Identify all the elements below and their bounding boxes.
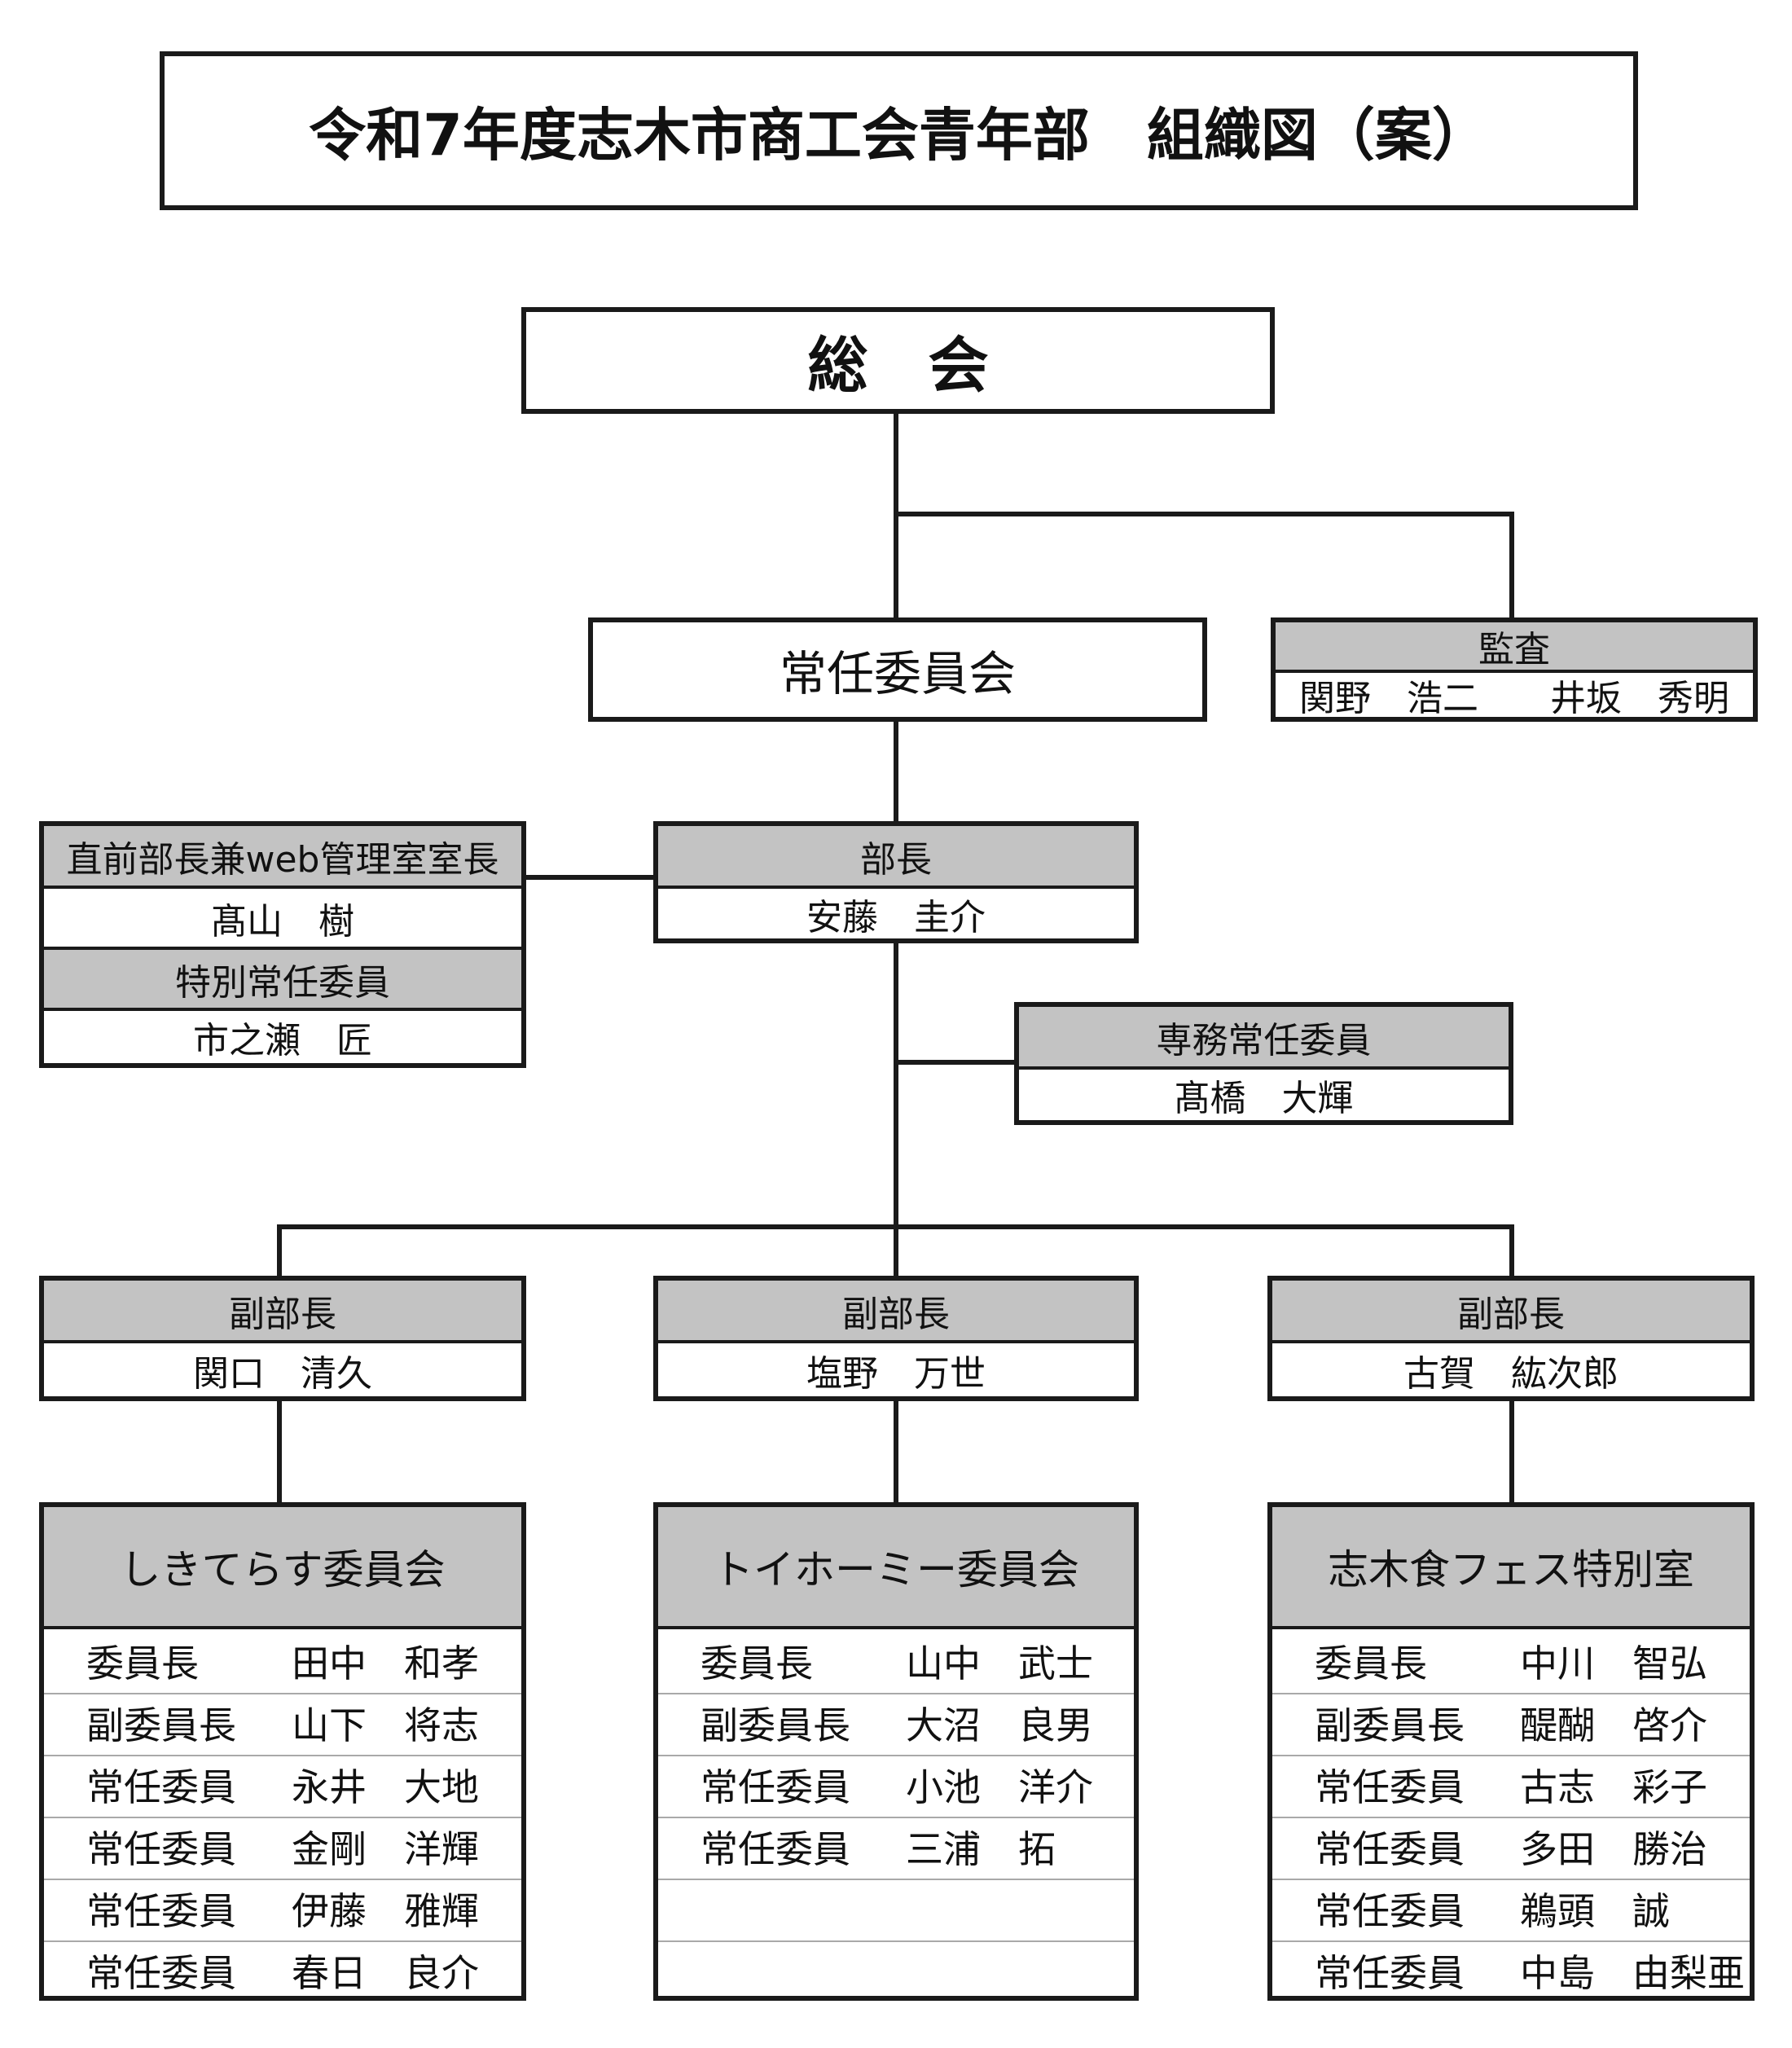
member-row: 常任委員 中島 由梨亜 xyxy=(1272,1942,1750,2004)
member-role: 常任委員 xyxy=(86,1827,236,1871)
connector-vice-center xyxy=(894,1224,898,1276)
member-row: 常任委員 多田 勝治 xyxy=(1272,1818,1750,1880)
standing-committee-label: 常任委員会 xyxy=(779,646,1016,701)
member-role: 常任委員 xyxy=(701,1827,850,1871)
member-row: 常任委員 小池 洋介 xyxy=(658,1756,1134,1818)
member-role: 副委員長 xyxy=(1315,1703,1465,1747)
general-assembly-box: 総 会 xyxy=(521,307,1275,414)
member-role: 常任委員 xyxy=(1315,1889,1465,1933)
member-row: 委員長 山中 武士 xyxy=(658,1633,1134,1694)
connector-vice-left xyxy=(277,1224,282,1276)
connector-assembly-down xyxy=(894,414,898,619)
member-role: 常任委員 xyxy=(86,1889,236,1933)
member-name: 大沼 良男 xyxy=(906,1703,1093,1747)
member-name: 醍醐 啓介 xyxy=(1520,1703,1707,1747)
committee-box: しきてらす委員会 委員長 田中 和孝 副委員長 山下 将志 常任委員 永井 大地 常任… xyxy=(39,1502,526,2001)
executive-box: 専務常任委員 髙橋 大輝 xyxy=(1014,1002,1513,1125)
connector-committee-right xyxy=(1509,1398,1514,1505)
member-row: 常任委員 三浦 拓 xyxy=(658,1818,1134,1880)
member-name: 山下 将志 xyxy=(292,1703,479,1747)
member-row: 副委員長 大沼 良男 xyxy=(658,1694,1134,1756)
member-role: 委員長 xyxy=(701,1641,813,1685)
head-label: 部長 xyxy=(658,826,1134,886)
member-name: 鵜頭 誠 xyxy=(1520,1889,1670,1933)
member-name: 山中 武士 xyxy=(906,1641,1093,1685)
member-row: 委員長 田中 和孝 xyxy=(44,1633,521,1694)
member-name: 三浦 拓 xyxy=(906,1827,1056,1871)
connector-executive xyxy=(894,1060,1016,1065)
member-role: 常任委員 xyxy=(1315,1765,1465,1809)
executive-label: 専務常任委員 xyxy=(1019,1007,1509,1066)
former-head-name: 髙山 樹 xyxy=(44,886,521,947)
committee-title: しきてらす委員会 xyxy=(44,1507,521,1629)
member-role: 常任委員 xyxy=(1315,1827,1465,1871)
special-member-name: 市之瀬 匠 xyxy=(44,1008,521,1063)
member-role: 常任委員 xyxy=(1315,1951,1465,1995)
member-name: 金剛 洋輝 xyxy=(292,1827,479,1871)
member-name: 中川 智弘 xyxy=(1520,1641,1707,1685)
vice-head-label: 副部長 xyxy=(1272,1281,1750,1340)
member-name: 多田 勝治 xyxy=(1520,1827,1707,1871)
member-row: 常任委員 古志 彩子 xyxy=(1272,1756,1750,1818)
member-row: 常任委員 鵜頭 誠 xyxy=(1272,1880,1750,1942)
member-role: 委員長 xyxy=(1315,1641,1427,1685)
member-name: 田中 和孝 xyxy=(292,1641,479,1685)
vice-head-label: 副部長 xyxy=(658,1281,1134,1340)
member-role: 常任委員 xyxy=(701,1765,850,1809)
member-role: 常任委員 xyxy=(86,1951,236,1995)
audit-box: 監査 関野 浩二 井坂 秀明 xyxy=(1271,617,1758,722)
audit-label: 監査 xyxy=(1276,622,1753,670)
member-row: 委員長 中川 智弘 xyxy=(1272,1633,1750,1694)
committee-box: トイホーミー委員会 委員長 山中 武士 副委員長 大沼 良男 常任委員 小池 洋介 常… xyxy=(653,1502,1139,2001)
member-row: 常任委員 春日 良介 xyxy=(44,1942,521,2004)
member-name: 小池 洋介 xyxy=(906,1765,1093,1809)
page-title-text: 令和7年度志木市商工会青年部 組織図（案） xyxy=(309,102,1489,169)
member-row: 常任委員 伊藤 雅輝 xyxy=(44,1880,521,1942)
committee-title: 志木食フェス特別室 xyxy=(1272,1507,1750,1629)
member-role: 委員長 xyxy=(86,1641,199,1685)
connector-vice-right xyxy=(1509,1224,1514,1276)
member-role: 副委員長 xyxy=(701,1703,850,1747)
committee-title: トイホーミー委員会 xyxy=(658,1507,1134,1629)
member-row: 副委員長 山下 将志 xyxy=(44,1694,521,1756)
former-head-box: 直前部長兼web管理室室長 髙山 樹 特別常任委員 市之瀬 匠 xyxy=(39,821,526,1068)
connector-head-trunk xyxy=(894,941,898,1229)
audit-members: 関野 浩二 井坂 秀明 xyxy=(1276,670,1753,719)
member-row xyxy=(658,1942,1134,2004)
vice-head-name: 古賀 紘次郎 xyxy=(1272,1340,1750,1396)
page-title: 令和7年度志木市商工会青年部 組織図（案） xyxy=(160,51,1638,210)
connector-head-to-former-head xyxy=(521,875,657,880)
vice-head-box: 副部長 塩野 万世 xyxy=(653,1276,1139,1401)
connector-committee-to-head xyxy=(894,719,898,821)
head-box: 部長 安藤 圭介 xyxy=(653,821,1139,943)
connector-audit-horizontal xyxy=(894,512,1514,516)
committee-box: 志木食フェス特別室 委員長 中川 智弘 副委員長 醍醐 啓介 常任委員 古志 彩子 常… xyxy=(1267,1502,1755,2001)
special-member-label: 特別常任委員 xyxy=(44,947,521,1008)
connector-committee-left xyxy=(277,1398,282,1505)
executive-name: 髙橋 大輝 xyxy=(1019,1066,1509,1120)
member-row: 常任委員 永井 大地 xyxy=(44,1756,521,1818)
standing-committee-box: 常任委員会 xyxy=(588,617,1207,722)
member-row: 常任委員 金剛 洋輝 xyxy=(44,1818,521,1880)
member-role: 常任委員 xyxy=(86,1765,236,1809)
general-assembly-label: 総 会 xyxy=(807,331,989,401)
vice-head-name: 塩野 万世 xyxy=(658,1340,1134,1396)
member-name: 伊藤 雅輝 xyxy=(292,1889,479,1933)
member-name: 永井 大地 xyxy=(292,1765,479,1809)
member-row: 副委員長 醍醐 啓介 xyxy=(1272,1694,1750,1756)
vice-head-name: 関口 清久 xyxy=(44,1340,521,1396)
member-name: 春日 良介 xyxy=(292,1951,479,1995)
member-role: 副委員長 xyxy=(86,1703,236,1747)
connector-audit-down xyxy=(1509,512,1514,619)
vice-head-box: 副部長 関口 清久 xyxy=(39,1276,526,1401)
head-name: 安藤 圭介 xyxy=(658,886,1134,938)
member-name: 古志 彩子 xyxy=(1520,1765,1707,1809)
former-head-label: 直前部長兼web管理室室長 xyxy=(44,826,521,886)
vice-head-box: 副部長 古賀 紘次郎 xyxy=(1267,1276,1755,1401)
member-row xyxy=(658,1880,1134,1942)
vice-head-label: 副部長 xyxy=(44,1281,521,1340)
connector-committee-center xyxy=(894,1398,898,1505)
member-name: 中島 由梨亜 xyxy=(1520,1951,1745,1995)
